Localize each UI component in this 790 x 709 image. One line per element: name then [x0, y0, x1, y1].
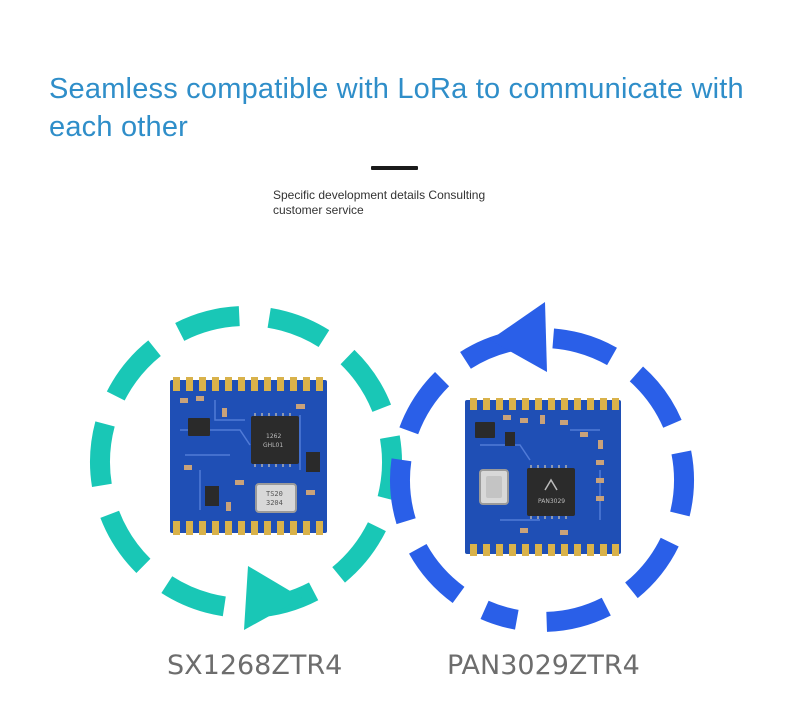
blue-cycle-arrow-icon: [390, 302, 694, 632]
crystal-marking-2: 3204: [266, 499, 283, 507]
pan3029-module-image: PAN3029: [465, 398, 621, 556]
teal-cycle-arrow-icon: [90, 305, 402, 630]
pan-chip-marking: PAN3029: [538, 498, 565, 505]
subtext: Specific development details Consulting …: [273, 188, 486, 217]
crystal-marking-1: TS20: [266, 490, 283, 498]
divider: [371, 166, 418, 170]
chip-marking-2: GHL01: [263, 442, 283, 449]
left-module-name: SX1268ZTR4: [167, 650, 343, 681]
chip-marking-1: 1262: [266, 433, 281, 440]
sx1268-module-image: 1262 GHL01 TS20 3204: [170, 377, 327, 535]
headline: Seamless compatible with LoRa to communi…: [49, 73, 744, 143]
right-module-name: PAN3029ZTR4: [447, 650, 640, 681]
